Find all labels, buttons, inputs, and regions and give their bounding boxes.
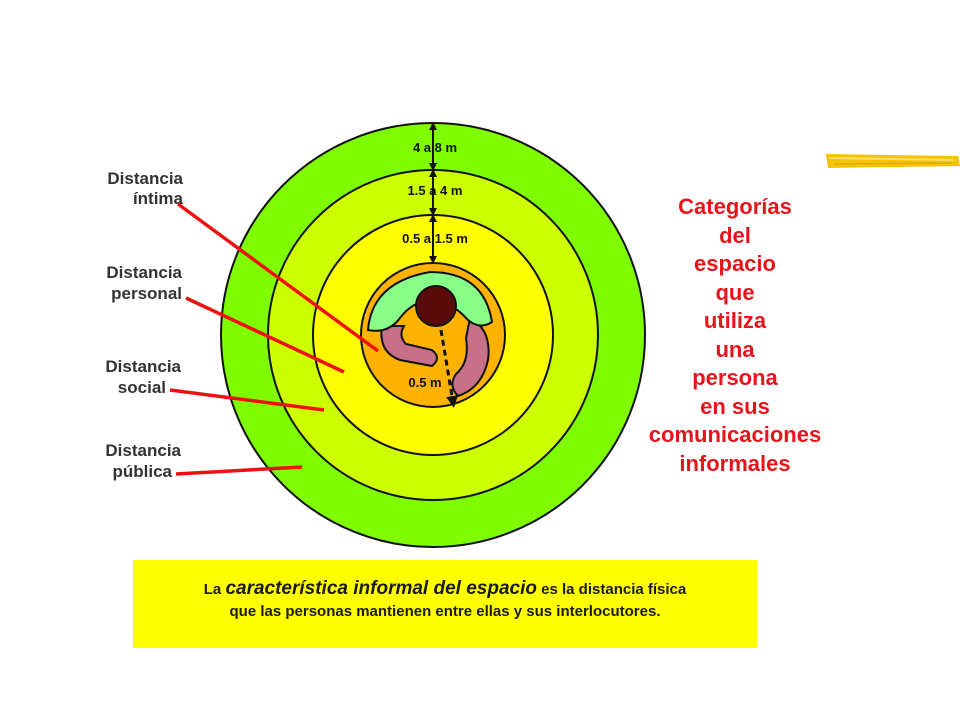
- measure-label-inner: 0.5 m: [408, 375, 441, 390]
- title-line: persona: [692, 365, 778, 390]
- definition-caption-box: La característica informal del espacio e…: [133, 560, 757, 648]
- distance-label-public-line1: Distancia: [105, 441, 181, 460]
- title-line: informales: [679, 450, 791, 476]
- title-line: una: [715, 336, 755, 362]
- measure-arrow-inner: [439, 329, 458, 408]
- decorative-brush-stroke: [826, 154, 960, 168]
- distance-label-intimate-line1: Distancia: [107, 169, 183, 188]
- distance-label-intimate-line2: íntima: [133, 189, 184, 208]
- categories-title: Categorías del espacio que utiliza una p…: [640, 193, 830, 478]
- distance-label-social-line2: social: [118, 378, 166, 397]
- measure-label-second: 1.5 a 4 m: [408, 183, 463, 198]
- pointer-public: [175, 465, 303, 476]
- pointer-personal: [185, 296, 345, 374]
- pointer-social: [169, 388, 325, 412]
- title-line: Categorías: [678, 194, 792, 219]
- distance-label-personal-line2: personal: [111, 284, 182, 303]
- caption-emphasis: característica informal del espacio: [225, 578, 537, 599]
- measure-label-third: 0.5 a 1.5 m: [402, 231, 468, 246]
- title-line: en sus: [700, 393, 770, 419]
- measure-label-outer: 4 a 8 m: [413, 140, 457, 155]
- caption-rest: es la distancia física: [536, 581, 687, 598]
- title-line: que: [715, 279, 755, 305]
- title-line: comunicaciones: [648, 422, 822, 447]
- title-line: espacio: [694, 251, 776, 276]
- distance-label-social-line1: Distancia: [105, 357, 181, 376]
- caption-line-2: que las personas mantienen entre ellas y…: [229, 603, 661, 620]
- person-arm-right: [451, 316, 490, 398]
- person-arm-left: [380, 325, 438, 368]
- caption-line-1: La característica informal del espacio e…: [133, 578, 757, 601]
- title-line: del: [719, 222, 751, 248]
- person-top-view: [366, 270, 494, 398]
- distance-label-personal-line1: Distancia: [106, 263, 182, 282]
- pointer-intimate: [176, 202, 380, 353]
- person-head: [415, 285, 457, 327]
- person-shirt: [366, 270, 494, 332]
- caption-prefix: La: [203, 581, 226, 598]
- title-line: utiliza: [703, 308, 767, 333]
- distance-label-public-line2: pública: [112, 462, 172, 481]
